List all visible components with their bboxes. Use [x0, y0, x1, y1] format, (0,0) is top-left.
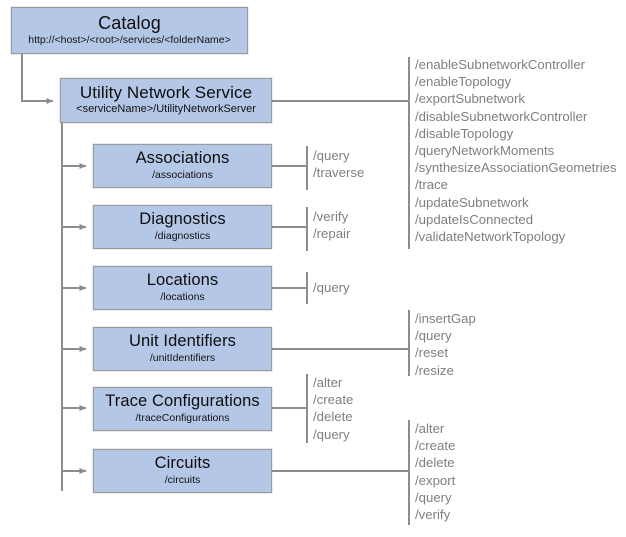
operations-circuits-item[interactable]: /create [415, 438, 456, 454]
operations-utility-network-service-item[interactable]: /disableTopology [415, 125, 514, 141]
operations-circuits-item[interactable]: /query [415, 489, 452, 505]
node-diagnostics-path: /diagnostics [154, 230, 211, 243]
connector-locations-operations [272, 272, 308, 304]
operations-unit-identifiers-item[interactable]: /insertGap [415, 311, 476, 326]
node-catalog-path: http://<host>/<root>/services/<folderNam… [28, 34, 231, 47]
operations-utility-network-service: /enableSubnetworkController/enableTopolo… [415, 56, 617, 245]
node-catalog[interactable]: Catalog http://<host>/<root>/services/<f… [11, 7, 248, 54]
node-catalog-title: Catalog [98, 12, 161, 33]
operations-utility-network-service-item[interactable]: /updateIsConnected [415, 211, 534, 227]
node-unit-identifiers-path: /unitIdentifiers [149, 352, 216, 365]
operations-unit-identifiers-item[interactable]: /resize [415, 362, 454, 378]
operations-unit-identifiers-item[interactable]: /reset [415, 345, 448, 361]
node-circuits-title: Circuits [154, 453, 211, 472]
node-associations[interactable]: Associations /associations [93, 144, 272, 188]
operations-associations: /query/traverse [313, 147, 364, 181]
node-trace-configurations[interactable]: Trace Configurations /traceConfiguration… [93, 387, 272, 431]
operations-utility-network-service-item[interactable]: /enableSubnetworkController [415, 57, 586, 72]
operations-locations-item[interactable]: /query [313, 280, 350, 295]
operations-utility-network-service-item[interactable]: /updateSubnetwork [415, 194, 529, 210]
node-unit-identifiers[interactable]: Unit Identifiers /unitIdentifiers [93, 327, 272, 371]
connector-trace-configurations-operations [272, 374, 308, 443]
node-locations-path: /locations [160, 291, 205, 304]
connector-service-spine [61, 123, 87, 491]
operations-associations-item[interactable]: /query [313, 148, 350, 163]
connector-catalog-to-service [21, 53, 54, 104]
node-utility-network-service-title: Utility Network Service [79, 83, 253, 102]
connector-unit-identifiers-operations [272, 310, 410, 376]
node-circuits[interactable]: Circuits /circuits [93, 449, 272, 493]
operations-trace-configurations-item[interactable]: /query [313, 426, 350, 442]
operations-utility-network-service-item[interactable]: /disableSubnetworkController [415, 108, 588, 124]
node-associations-title: Associations [135, 148, 230, 167]
operations-circuits-item[interactable]: /delete [415, 455, 455, 471]
node-unit-identifiers-title: Unit Identifiers [128, 331, 237, 350]
operations-utility-network-service-item[interactable]: /enableTopology [415, 74, 512, 90]
node-utility-network-service[interactable]: Utility Network Service <serviceName>/Ut… [60, 78, 272, 123]
node-diagnostics-title: Diagnostics [139, 209, 226, 228]
operations-diagnostics-item[interactable]: /repair [313, 226, 351, 242]
node-associations-path: /associations [152, 169, 213, 182]
node-diagnostics[interactable]: Diagnostics /diagnostics [93, 205, 272, 249]
connector-diagnostics-operations [272, 207, 308, 251]
operations-unit-identifiers-item[interactable]: /query [415, 328, 452, 344]
operations-circuits-item[interactable]: /alter [415, 421, 445, 436]
operations-circuits-item[interactable]: /export [415, 472, 456, 488]
operations-circuits: /alter/create/delete/export/query/verify [415, 420, 455, 523]
operations-utility-network-service-item[interactable]: /synthesizeAssociationGeometries [415, 160, 617, 176]
node-circuits-path: /circuits [164, 474, 201, 487]
node-trace-configurations-path: /traceConfigurations [135, 412, 230, 425]
node-trace-configurations-title: Trace Configurations [105, 391, 260, 410]
operations-utility-network-service-item[interactable]: /validateNetworkTopology [415, 229, 566, 245]
operations-locations: /query [313, 279, 350, 296]
operations-circuits-item[interactable]: /verify [415, 507, 451, 523]
operations-diagnostics: /verify/repair [313, 208, 350, 242]
operations-trace-configurations-item[interactable]: /delete [313, 409, 353, 425]
operations-trace-configurations: /alter/create/delete/query [313, 374, 353, 443]
operations-diagnostics-item[interactable]: /verify [313, 209, 349, 224]
operations-unit-identifiers: /insertGap/query/reset/resize [415, 310, 476, 379]
node-locations-title: Locations [146, 270, 219, 289]
operations-trace-configurations-item[interactable]: /create [313, 392, 354, 408]
operations-utility-network-service-item[interactable]: /trace [415, 177, 448, 193]
operations-associations-item[interactable]: /traverse [313, 165, 365, 181]
operations-utility-network-service-item[interactable]: /queryNetworkMoments [415, 143, 555, 159]
node-locations[interactable]: Locations /locations [93, 266, 272, 310]
connector-associations-operations [272, 146, 308, 190]
operations-utility-network-service-item[interactable]: /exportSubnetwork [415, 91, 525, 107]
node-utility-network-service-path: <serviceName>/UtilityNetworkServer [76, 103, 256, 116]
operations-trace-configurations-item[interactable]: /alter [313, 375, 343, 390]
